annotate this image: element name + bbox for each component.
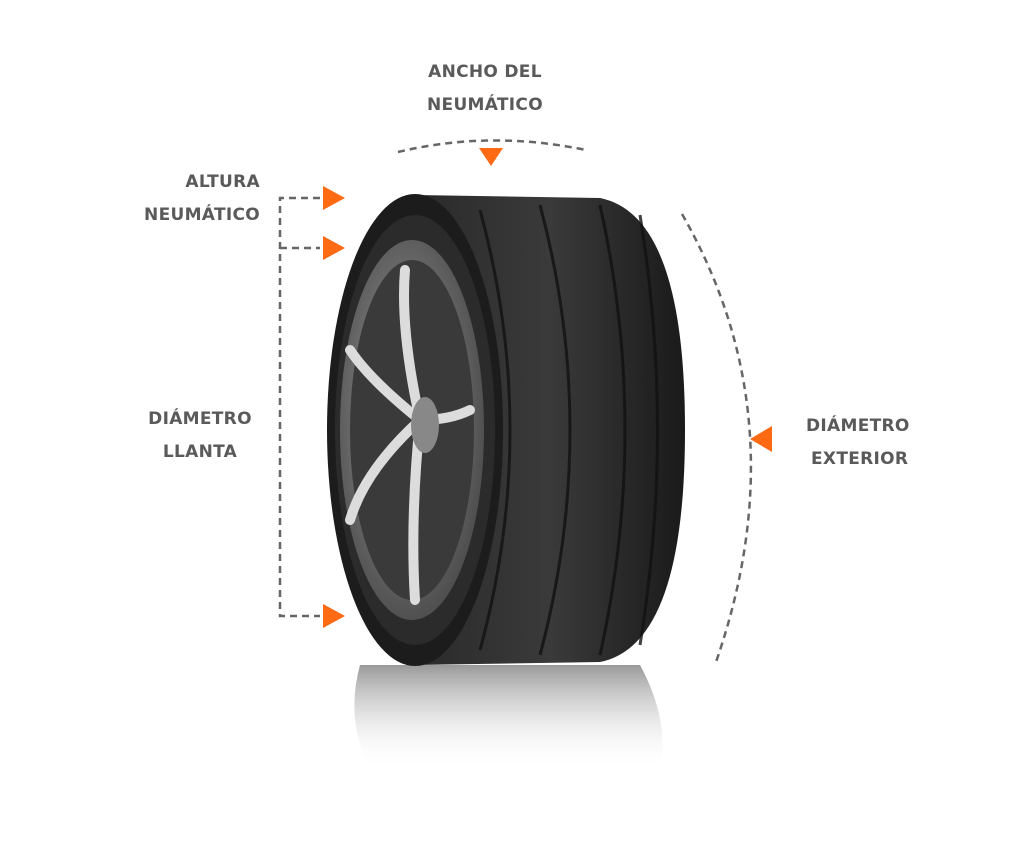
- width-label-line1: ANCHO DEL: [428, 62, 542, 82]
- height-label-line1: ALTURA: [185, 172, 260, 192]
- height-bracket: [278, 196, 320, 618]
- height-top-arrow-icon: [323, 186, 345, 210]
- rim-diameter-label-line2: LLANTA: [162, 442, 238, 462]
- width-label: ANCHO DEL NEUMÁTICO: [400, 56, 570, 122]
- outer-diameter-label-line2: EXTERIOR: [811, 449, 909, 469]
- height-label: ALTURA NEUMÁTICO: [100, 166, 260, 232]
- rim-bottom-arrow-icon: [323, 604, 345, 628]
- tire-reflection: [354, 665, 663, 770]
- outer-diameter-arrow-icon: [750, 426, 772, 452]
- outer-diameter-label: DIÁMETRO EXTERIOR: [806, 410, 966, 476]
- outer-diameter-label-line1: DIÁMETRO: [806, 416, 910, 436]
- outer-diameter-dashed-arc: [680, 213, 753, 663]
- rim-diameter-label-line1: DIÁMETRO: [148, 409, 252, 429]
- height-bottom-arrow-icon: [323, 236, 345, 260]
- rim-diameter-label: DIÁMETRO LLANTA: [130, 403, 270, 469]
- height-label-line2: NEUMÁTICO: [144, 205, 260, 225]
- width-arrow-icon: [479, 148, 503, 166]
- width-label-line2: NEUMÁTICO: [427, 95, 543, 115]
- tire-image: [327, 194, 685, 666]
